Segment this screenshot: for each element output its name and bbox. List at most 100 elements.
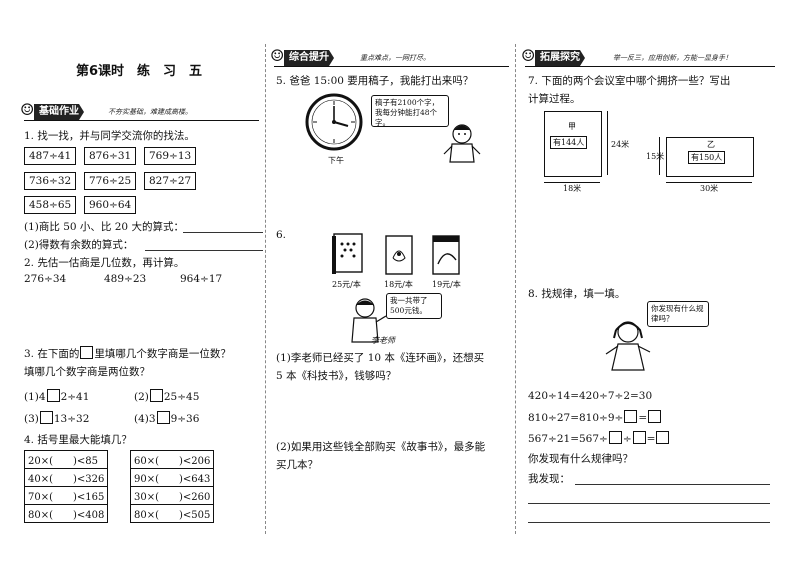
q6-sub1: 5 本《科技书》，钱够吗？	[276, 370, 397, 382]
q6-sub2: 买几本？	[276, 459, 318, 471]
book-icon	[385, 235, 413, 275]
q8-eq1: 420÷14=420÷7÷2=30	[528, 390, 653, 402]
section-motto: 举一反三，应用创新，方能一显身手！	[613, 54, 732, 62]
section-banner-comprehensive: ☺ 综合提升 重点难点，一网打尽。	[270, 46, 509, 67]
q6-label: 6.	[276, 229, 287, 241]
q8-eq3: 567÷21=567÷÷=	[528, 431, 670, 445]
q2-item: 489÷23	[104, 273, 147, 285]
q5-text: 5. 爸爸 15:00 要用稿子，我能打出来吗？	[276, 75, 474, 87]
q3-line1: 3. 在下面的里填哪几个数字商是一位数？	[24, 346, 231, 360]
q8-eq2: 810÷27=810÷9÷=	[528, 410, 662, 424]
q2-item: 964÷17	[180, 273, 223, 285]
q4-table-left: 20×( )<85 40×( )<326 70×( )<165 80×( )<4…	[23, 450, 109, 523]
room-b	[666, 137, 754, 177]
q1-item: 769÷13	[144, 147, 197, 165]
dim-line	[544, 182, 600, 183]
section-banner-explore: ☺ 拓展探究 举一反三，应用创新，方能一显身手！	[521, 46, 775, 67]
book-price: 19元/本	[432, 280, 461, 289]
room-b-people: 有150人	[688, 151, 726, 164]
column-divider-right	[515, 44, 516, 534]
q1-item: 876÷31	[84, 147, 137, 165]
speech-bubble: 稿子有2100个字，我每分钟能打48个字。	[371, 95, 449, 127]
page-title: 第6课时 练 习 五	[76, 64, 203, 79]
q4-cell[interactable]: 90×( )<643	[129, 468, 215, 487]
answer-line[interactable]	[145, 250, 263, 251]
q3-line2: 填哪几个数字商是两位数？	[24, 366, 150, 378]
q4-cell[interactable]: 30×( )<260	[129, 486, 215, 505]
mascot-icon: ☺	[20, 100, 35, 119]
q6-sub1: (1)李老师已经买了 10 本《连环画》，还想买	[276, 352, 485, 364]
q1-item: 487÷41	[24, 147, 77, 165]
q1-item: 827÷27	[144, 172, 197, 190]
q3-item: (2)25÷45	[134, 389, 200, 403]
q7-line1: 7. 下面的两个会议室中哪个拥挤一些？写出	[528, 75, 731, 87]
answer-box[interactable]	[624, 410, 638, 423]
section-tag: 拓展探究	[535, 50, 585, 66]
column-divider-left	[265, 44, 266, 534]
q1-text: 1. 找一找，并与同学交流你的找法。	[24, 130, 195, 142]
answer-box[interactable]	[608, 431, 622, 444]
room-a-people: 有144人	[550, 136, 588, 149]
digit-box[interactable]	[156, 411, 170, 424]
answer-box[interactable]	[656, 431, 670, 444]
room-a	[544, 111, 602, 177]
q1-sub1: (1)商比 50 小、比 20 大的算式：	[24, 221, 184, 233]
dim-line	[659, 137, 660, 175]
q8-find: 我发现：	[528, 473, 570, 485]
teacher-caption: 李老师	[371, 336, 395, 345]
answer-box[interactable]	[632, 431, 646, 444]
room-b-width: 30米	[700, 184, 719, 193]
q4-cell[interactable]: 20×( )<85	[23, 450, 109, 469]
q1-item: 458÷65	[24, 196, 77, 214]
answer-line[interactable]	[528, 522, 770, 523]
q7-line2: 计算过程。	[528, 93, 581, 105]
room-a-width: 18米	[563, 184, 582, 193]
room-a-height: 24米	[611, 140, 630, 149]
clock-icon	[305, 93, 363, 151]
q6-sub2: (2)如果用这些钱全部购买《故事书》，最多能	[276, 441, 486, 453]
dim-line	[607, 111, 608, 175]
section-motto: 重点难点，一网打尽。	[360, 54, 430, 62]
q4-table-right: 60×( )<206 90×( )<643 30×( )<260 80×( )<…	[129, 450, 215, 523]
answer-box[interactable]	[648, 410, 662, 423]
mascot-icon: ☺	[521, 46, 536, 65]
q1-item: 736÷32	[24, 172, 77, 190]
q1-item: 960÷64	[84, 196, 137, 214]
digit-box[interactable]	[46, 389, 60, 402]
q8-text: 8. 找规律，填一填。	[528, 288, 626, 300]
digit-box[interactable]	[39, 411, 53, 424]
book-price: 18元/本	[384, 280, 413, 289]
q4-text: 4. 括号里最大能填几？	[24, 434, 132, 446]
q4-cell[interactable]: 80×( )<505	[129, 504, 215, 523]
q4-cell[interactable]: 40×( )<326	[23, 468, 109, 487]
book-price: 25元/本	[332, 280, 361, 289]
blank-box	[80, 346, 94, 359]
mascot-icon: ☺	[270, 46, 285, 65]
boy-figure-icon	[443, 124, 481, 163]
q4-cell[interactable]: 60×( )<206	[129, 450, 215, 469]
section-banner-basic: ☺ 基础作业 不夯实基础，难建成高楼。	[20, 100, 259, 121]
girl-figure-icon	[605, 321, 651, 371]
q1-item: 776÷25	[84, 172, 137, 190]
room-a-name: 甲	[568, 122, 576, 131]
section-tag: 基础作业	[34, 104, 84, 120]
q1-sub2: (2)得数有余数的算式：	[24, 239, 134, 251]
q2-text: 2. 先估一估商是几位数，再计算。	[24, 257, 185, 269]
digit-box[interactable]	[149, 389, 163, 402]
speech-bubble: 我一共带了500元钱。	[386, 293, 442, 319]
q8-ask: 你发现有什么规律吗？	[528, 453, 633, 465]
answer-line[interactable]	[183, 232, 263, 233]
q4-cell[interactable]: 70×( )<165	[23, 486, 109, 505]
q3-item: (3)13÷32	[24, 411, 90, 425]
room-b-height: 15米	[646, 152, 665, 161]
answer-line[interactable]	[575, 484, 770, 485]
dim-line	[666, 182, 752, 183]
answer-line[interactable]	[528, 503, 770, 504]
q4-cell[interactable]: 80×( )<408	[23, 504, 109, 523]
teacher-figure-icon	[351, 298, 387, 343]
clock-caption: 下午	[328, 156, 344, 165]
book-icon	[332, 233, 363, 274]
book-icon	[432, 235, 460, 275]
